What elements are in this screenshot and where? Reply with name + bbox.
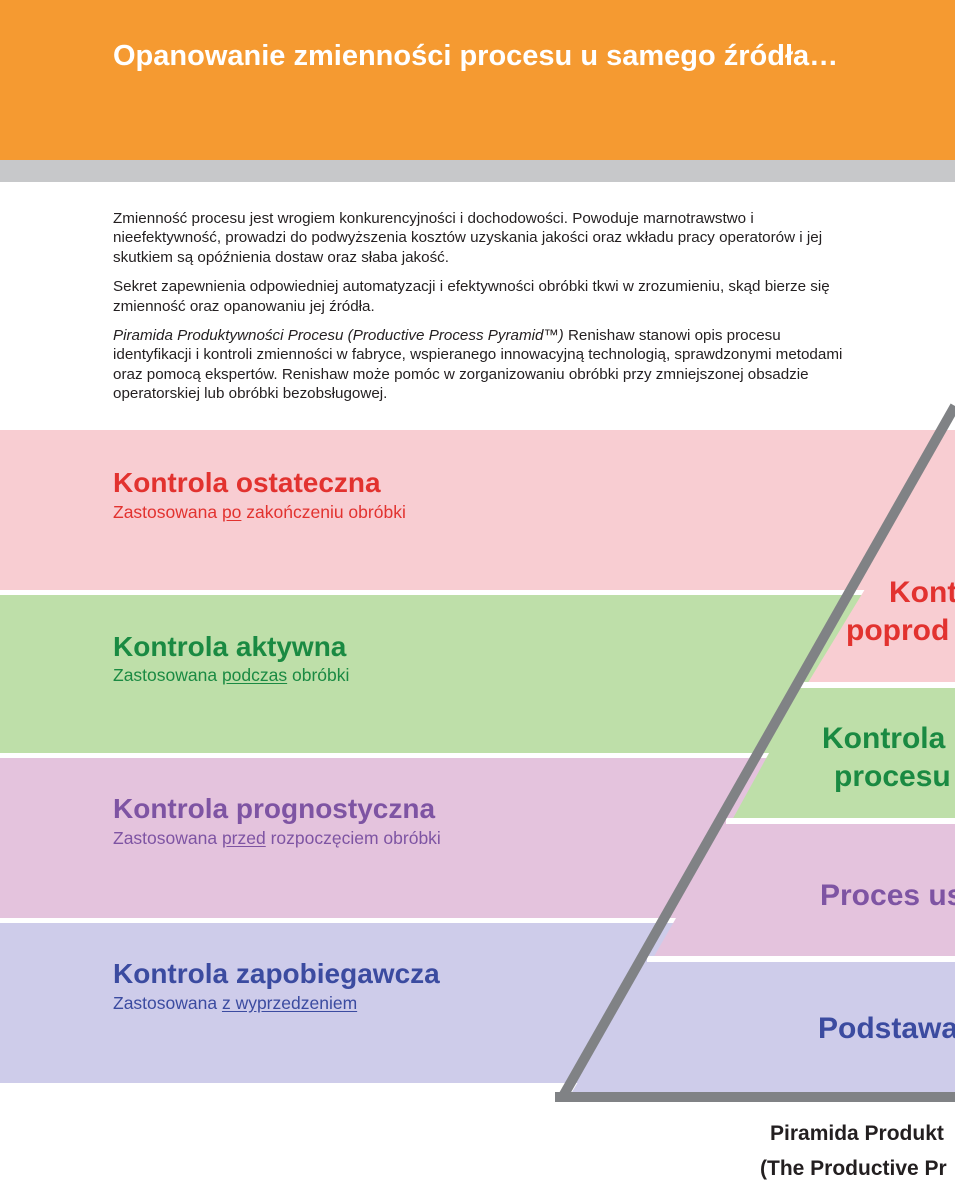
band-title-preventive-control: Kontrola zapobiegawcza [113,958,440,989]
band-title-predictive-control: Kontrola prognostyczna [113,793,436,824]
pyramid-tier-3 [652,822,955,960]
pyramid-outline [557,403,960,1101]
pyramid-caption-line2: (The Productive Pr [760,1157,947,1180]
intro-paragraph-3: Piramida Produktywności Procesu (Product… [113,326,853,404]
pyramid-tier-1-label-line2: poprod [846,614,949,647]
subtitle-emphasis: podczas [221,665,288,685]
pyramid-tier-2-label-line1: Kontrola [822,722,946,755]
subtitle-emphasis: przed [221,828,266,848]
band-title-active-control: Kontrola aktywna [113,631,347,662]
pyramid-tier-2 [731,686,955,822]
intro-paragraph-1: Zmienność procesu jest wrogiem konkurenc… [113,210,823,266]
header-banner: Opanowanie zmienności procesu u samego ź… [0,0,955,160]
intro-paragraph-3-body: Renishaw stanowi opis procesu identyfika… [113,327,843,403]
band-subtitle-predictive-control: Zastosowana przed rozpoczęciem obróbki [113,828,441,849]
intro-paragraph-2: Sekret zapewnienia odpowiedniej automaty… [113,278,830,315]
subtitle-suffix: zakończeniu obróbki [241,502,406,522]
subtitle-prefix: Zastosowana [113,993,222,1013]
pyramid-tier-4 [572,960,955,1092]
pyramid-tier-4-label: Podstawa [818,1012,958,1045]
pyramid-tier-1-label-line1: Kont [889,576,957,609]
band-title-final-control: Kontrola ostateczna [113,467,381,498]
pyramid-tier-3-label: Proces us [820,879,960,912]
subtitle-suffix: obróbki [287,665,350,685]
subtitle-emphasis: po [221,502,242,522]
subtitle-suffix: rozpoczęciem obróbki [265,828,441,848]
pyramid-caption-line1: Piramida Produkt [770,1122,944,1145]
subtitle-emphasis: z wyprzedzeniem [221,993,358,1013]
pyramid-tier-2-label-line2: procesu [834,760,951,793]
band-subtitle-active-control: Zastosowana podczas obróbki [113,665,349,686]
intro-text: Zmienność procesu jest wrogiem konkurenc… [113,209,853,414]
pyramid-name-italic: Piramida Produktywności Procesu (Product… [113,327,564,345]
band-final-control: Kontrola ostateczna Zastosowana po zakoń… [0,430,955,590]
pyramid-tier-1 [806,430,955,686]
page-title: Opanowanie zmienności procesu u samego ź… [113,40,839,72]
band-subtitle-preventive-control: Zastosowana z wyprzedzeniem [113,993,357,1014]
subtitle-prefix: Zastosowana [113,502,222,522]
subtitle-prefix: Zastosowana [113,665,222,685]
band-subtitle-final-control: Zastosowana po zakończeniu obróbki [113,502,406,523]
header-divider [0,160,955,182]
page-edge-strip [955,0,960,1180]
subtitle-prefix: Zastosowana [113,828,222,848]
